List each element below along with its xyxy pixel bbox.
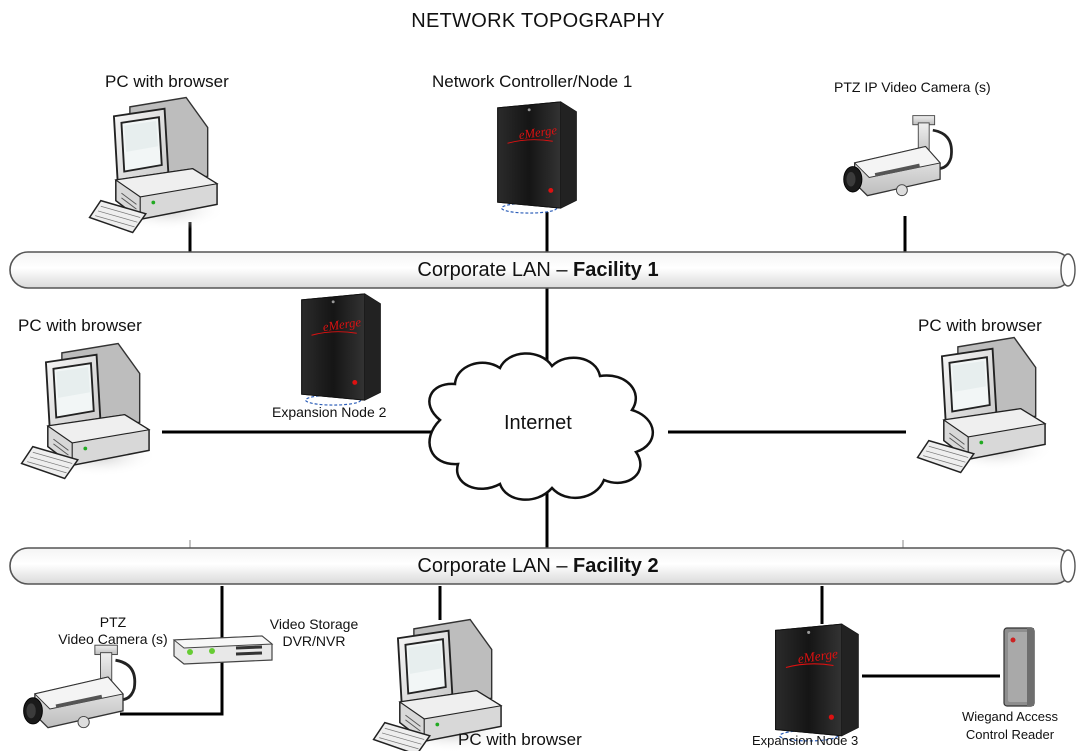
controller-cabinet-icon (497, 101, 578, 214)
lan-facility-1-prefix: Corporate LAN – (417, 259, 574, 281)
ptz-camera-icon (22, 643, 137, 730)
lan-facility-2-pipe (9, 547, 1076, 585)
cloud-icon (428, 352, 655, 501)
pc-icon (916, 336, 1055, 474)
label-expansion-node-3: Expansion Node 3 (752, 733, 859, 748)
link-dvr-camera (120, 658, 224, 716)
label-wiegand-line1: Wiegand Access (961, 709, 1059, 724)
dvr-icon (172, 635, 274, 665)
controller-cabinet-icon (301, 293, 382, 406)
label-pc-mid-right: PC with browser (918, 316, 1042, 335)
label-ptz-camera-line1: PTZ (99, 614, 127, 630)
pc-icon (88, 96, 227, 234)
label-dvr-line1: Video Storage (269, 616, 359, 632)
lan-facility-2-suffix: Facility 2 (573, 555, 659, 577)
label-wiegand-line2: Control Reader (965, 727, 1055, 742)
lan-facility-2-prefix: Corporate LAN – (417, 555, 574, 577)
label-network-controller: Network Controller/Node 1 (432, 72, 633, 91)
lan-facility-1-suffix: Facility 1 (573, 259, 659, 281)
label-pc-bottom: PC with browser (458, 730, 582, 749)
card-reader-icon (1003, 627, 1035, 707)
label-ptz-camera-line2: Video Camera (s) (58, 631, 168, 647)
label-pc-top-left: PC with browser (105, 72, 229, 91)
network-links (120, 212, 1000, 716)
controller-cabinet-icon (774, 623, 859, 742)
label-expansion-node-2: Expansion Node 2 (272, 404, 387, 420)
ptz-camera-icon (842, 114, 953, 198)
lan-facility-2-label: Corporate LAN – Facility 2 (0, 555, 1076, 578)
label-pc-mid-left: PC with browser (18, 316, 142, 335)
lan-facility-1-pipe (9, 251, 1076, 289)
label-dvr-line2: DVR/NVR (282, 633, 346, 649)
internet-label: Internet (504, 412, 572, 434)
page-title: NETWORK TOPOGRAPHY (411, 10, 665, 32)
lan-facility-1-label: Corporate LAN – Facility 1 (0, 259, 1076, 282)
label-ptz-ip-camera: PTZ IP Video Camera (s) (834, 79, 991, 95)
pc-icon (20, 342, 159, 480)
